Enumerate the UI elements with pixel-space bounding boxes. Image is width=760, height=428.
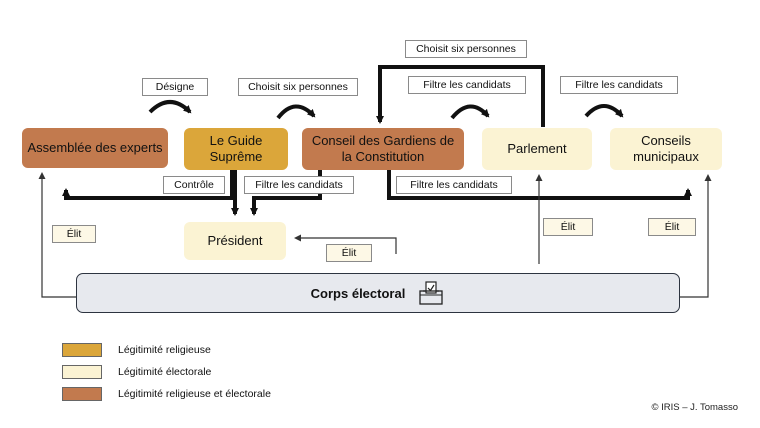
filtre-parlement-curve: [450, 104, 490, 120]
elit-president-line: [294, 234, 397, 254]
node-guide-supreme: Le Guide Suprême: [184, 128, 288, 170]
label-filtre-parlement: Filtre les candidats: [408, 76, 526, 94]
label-elit-municipaux: Élit: [648, 218, 696, 236]
choisit-curve: [276, 104, 316, 120]
node-president: Président: [184, 222, 286, 260]
legend-label-electorale: Légitimité électorale: [118, 366, 212, 378]
node-corps-electoral: Corps électoral: [76, 273, 680, 313]
node-conseil-gardiens: Conseil des Gardiens de la Constitution: [302, 128, 464, 170]
corps-electoral-label: Corps électoral: [310, 285, 406, 301]
label-choisit-six-guide: Choisit six personnes: [238, 78, 358, 96]
label-filtre-bas: Filtre les candidats: [396, 176, 512, 194]
elit-municipaux-line: [680, 174, 712, 298]
label-elit-president: Élit: [326, 244, 372, 262]
designe-curve: [148, 100, 192, 114]
elit-assemblee-line: [38, 172, 76, 298]
choisit-parlement-bracket: [376, 65, 545, 127]
label-elit-parlement: Élit: [543, 218, 593, 236]
node-assemblee-experts: Assemblée des experts: [22, 128, 168, 168]
legend-swatch-electorale: [62, 365, 102, 379]
label-choisit-six-parlement: Choisit six personnes: [405, 40, 527, 58]
controle-line: [62, 170, 234, 200]
filtre-municipaux-curve: [584, 104, 624, 118]
legend-swatch-mixte: [62, 387, 102, 401]
legend-swatch-religieuse: [62, 343, 102, 357]
legend-label-religieuse: Légitimité religieuse: [118, 344, 211, 356]
credit: © IRIS – J. Tomasso: [651, 402, 738, 413]
node-conseils-municipaux: Conseils municipaux: [610, 128, 722, 170]
node-parlement: Parlement: [482, 128, 592, 170]
label-designe: Désigne: [142, 78, 208, 96]
label-controle: Contrôle: [163, 176, 225, 194]
label-elit-assemblee: Élit: [52, 225, 96, 243]
legend-label-mixte: Légitimité religieuse et électorale: [118, 388, 271, 400]
label-filtre-president: Filtre les candidats: [244, 176, 354, 194]
ballot-box-icon: [419, 281, 443, 305]
label-filtre-municipaux: Filtre les candidats: [560, 76, 678, 94]
